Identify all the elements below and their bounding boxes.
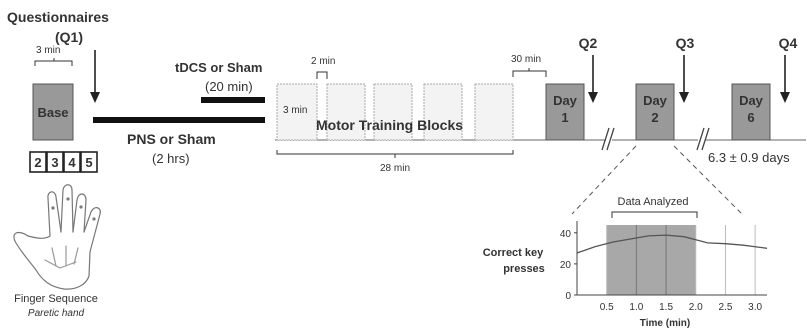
total-bracket [277,150,513,154]
baseline-bracket [35,61,72,66]
delay-bracket [513,71,546,77]
finger-key-label: 2 [34,155,41,170]
finger-key-label: 4 [68,155,76,170]
q1-arrowhead [90,92,100,103]
x-tick-label: 1.5 [659,302,673,313]
day1-number: 1 [561,110,568,125]
tdcs-label: tDCS or Sham [175,60,262,75]
day6-interval: 6.3 ± 0.9 days [708,150,790,165]
x-tick-label: 2.5 [718,302,732,313]
y-axis-label-line2: presses [503,263,545,275]
paretic-hand-caption: Paretic hand [28,308,85,319]
questionnaires-title: Questionnaires [7,9,109,25]
y-tick-label: 40 [560,229,572,240]
delay-duration: 30 min [511,54,541,65]
total-duration: 28 min [380,163,410,174]
finger-key-row: 2 3 4 5 [30,152,97,172]
x-tick-label: 2.0 [689,302,703,313]
pns-duration: (2 hrs) [152,151,190,166]
day6-number: 6 [747,110,754,125]
y-axis-label-line1: Correct key [483,247,544,259]
finger-sequence-caption: Finger Sequence [14,293,98,305]
day2-number: 2 [651,110,658,125]
x-tick-label: 1.0 [629,302,643,313]
finger-key-label: 3 [51,155,58,170]
hand-illustration [14,185,100,289]
day2-label: Day [643,93,668,108]
tdcs-duration: (20 min) [205,79,253,94]
training-label: Motor Training Blocks [316,117,463,133]
x-axis-label: Time (min) [640,318,690,329]
y-tick-label: 20 [560,260,572,271]
baseline-label: Base [37,105,68,120]
finger-key-label: 5 [85,155,92,170]
x-tick-label: 3.0 [748,302,762,313]
tdcs-bar [201,97,265,103]
q3-label: Q3 [676,35,695,51]
analyzed-bracket [612,212,697,218]
y-tick-label: 0 [565,291,571,302]
day1-label: Day [553,93,578,108]
x-tick-label: 0.5 [600,302,614,313]
q2-label: Q2 [579,35,598,51]
inset-chart: Data Analyzed Correct key presses Time (… [483,196,767,329]
pns-label: PNS or Sham [127,131,216,147]
q4-label: Q4 [779,35,798,51]
chart-title: Data Analyzed [618,196,689,208]
baseline-duration: 3 min [36,45,60,56]
timeline-break [697,128,709,150]
pns-bar [93,117,265,123]
rest-duration: 2 min [311,56,335,67]
timeline-break [602,128,614,150]
q1-label: (Q1) [55,29,83,45]
rest-bracket [317,72,327,79]
training-block [475,84,513,140]
block-duration: 3 min [283,105,307,116]
day6-label: Day [739,93,764,108]
